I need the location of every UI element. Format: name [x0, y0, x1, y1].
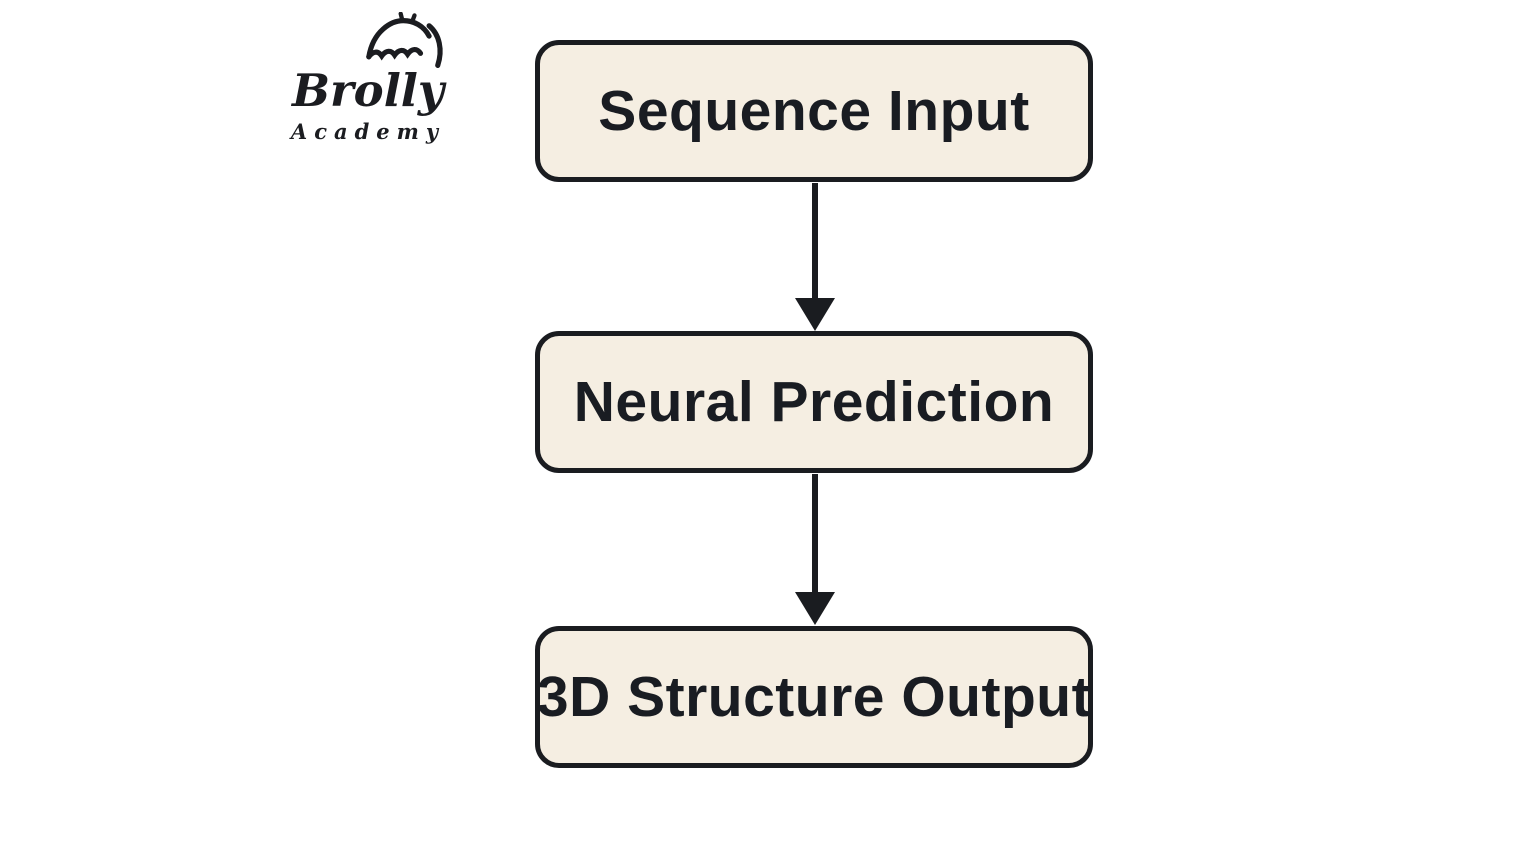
- node-label: Neural Prediction: [573, 370, 1055, 434]
- arrow-down-connector-1: [795, 183, 835, 331]
- umbrella-icon: [366, 12, 443, 68]
- node-label: Sequence Input: [598, 79, 1030, 143]
- node-3d-structure-output: 3D Structure Output: [535, 626, 1093, 768]
- node-neural-prediction: Neural Prediction: [535, 331, 1093, 473]
- logo-brand-text: Brolly: [291, 64, 445, 117]
- arrow-down-connector-2: [795, 474, 835, 625]
- arrow-shaft: [812, 474, 818, 592]
- arrow-shaft: [812, 183, 818, 298]
- node-label: 3D Structure Output: [536, 665, 1092, 729]
- node-sequence-input: Sequence Input: [535, 40, 1093, 182]
- brolly-academy-logo: Brolly Academy: [283, 12, 453, 144]
- logo-subtitle-text: Academy: [290, 119, 446, 144]
- arrow-head-icon: [795, 592, 835, 625]
- arrow-head-icon: [795, 298, 835, 331]
